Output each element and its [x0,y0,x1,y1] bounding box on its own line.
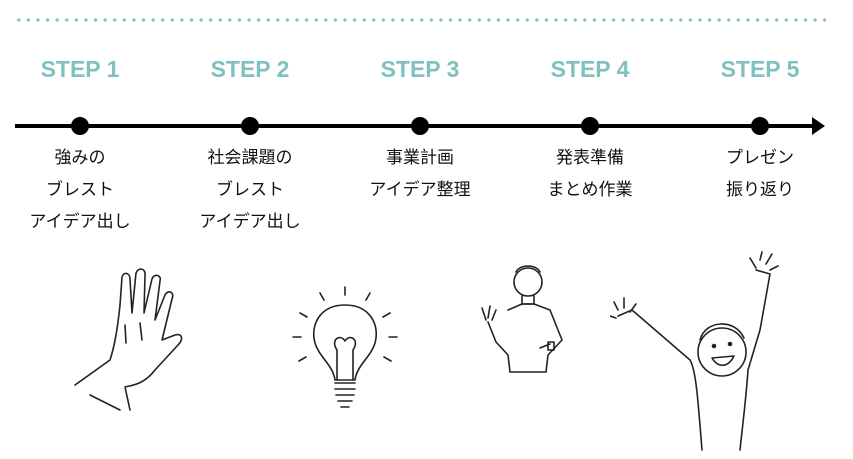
arrow-head-icon [812,117,825,135]
step-2-title: STEP 2 [210,56,290,82]
step-2-line: 社会課題の [207,148,293,168]
cheering-person-icon [610,251,779,451]
presenting-man-icon [481,265,563,373]
step-5-title: STEP 5 [720,56,800,82]
raised-hand-icon [74,268,183,411]
step-1-title: STEP 1 [40,56,120,82]
step-3-title: STEP 3 [380,56,460,82]
step-5-line: プレゼン [726,148,794,168]
step-4-description: 発表準備 まとめ作業 [505,142,675,206]
step-3-line: 事業計画 [386,148,454,168]
step-5-marker [751,117,769,135]
step-1-line: 強みの [54,148,106,168]
dotted-divider [14,18,826,22]
step-4-line: まとめ作業 [547,180,633,200]
step-4-marker [581,117,599,135]
light-bulb-icon [292,286,398,408]
step-1-marker [71,117,89,135]
step-2-marker [241,117,259,135]
step-1-description: 強みの ブレスト アイデア出し [0,142,165,238]
step-5-line: 振り返り [726,180,794,200]
step-5-description: プレゼン 振り返り [675,142,845,206]
step-1-line: ブレスト [46,180,114,200]
step-3-marker [411,117,429,135]
step-2-description: 社会課題の ブレスト アイデア出し [165,142,335,238]
step-3-line: アイデア整理 [369,180,471,200]
step-1-line: アイデア出し [29,212,131,232]
step-4-title: STEP 4 [550,56,630,82]
step-2-line: ブレスト [216,180,284,200]
step-4-line: 発表準備 [556,148,624,168]
step-2-line: アイデア出し [199,212,301,232]
step-3-description: 事業計画 アイデア整理 [335,142,505,206]
